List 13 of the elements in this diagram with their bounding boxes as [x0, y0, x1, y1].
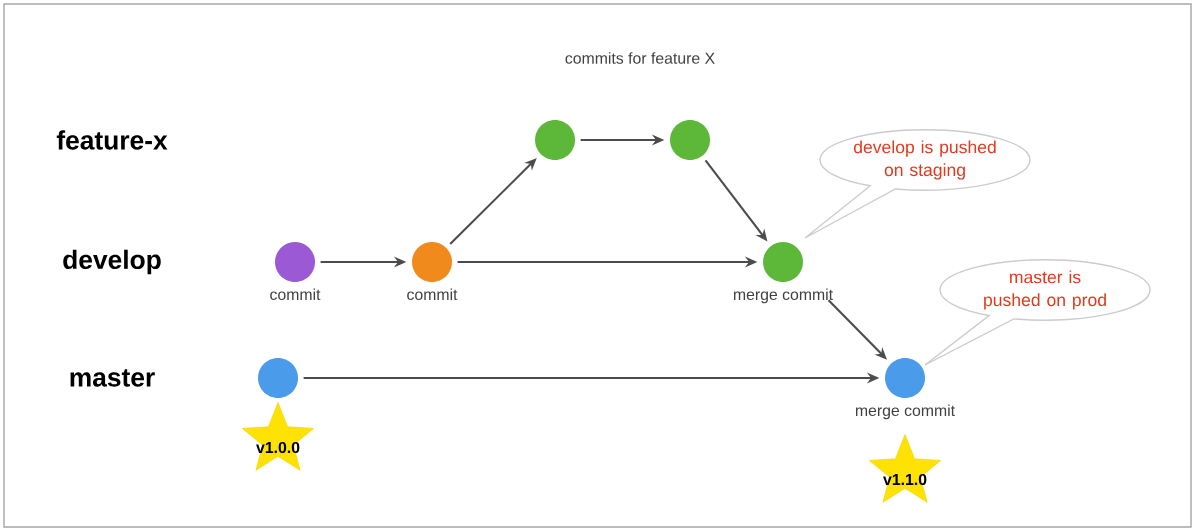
commit-dot — [670, 120, 710, 160]
commit-dot — [535, 120, 575, 160]
commit-caption: commit — [267, 286, 323, 302]
commit-caption: merge commit — [853, 402, 957, 421]
branch-name: master — [70, 369, 155, 387]
branch-name: develop — [63, 249, 161, 275]
commit-caption: merge commit — [731, 286, 835, 305]
branch-name: feature-x — [56, 130, 168, 150]
commit-caption: commit — [404, 286, 460, 302]
group-caption: commits for feature X — [565, 52, 715, 64]
commit-dot — [258, 358, 298, 398]
speech-bubble: master is pushed on prod — [924, 259, 1151, 366]
speech-bubble: develop is pushed on staging — [804, 129, 1031, 239]
